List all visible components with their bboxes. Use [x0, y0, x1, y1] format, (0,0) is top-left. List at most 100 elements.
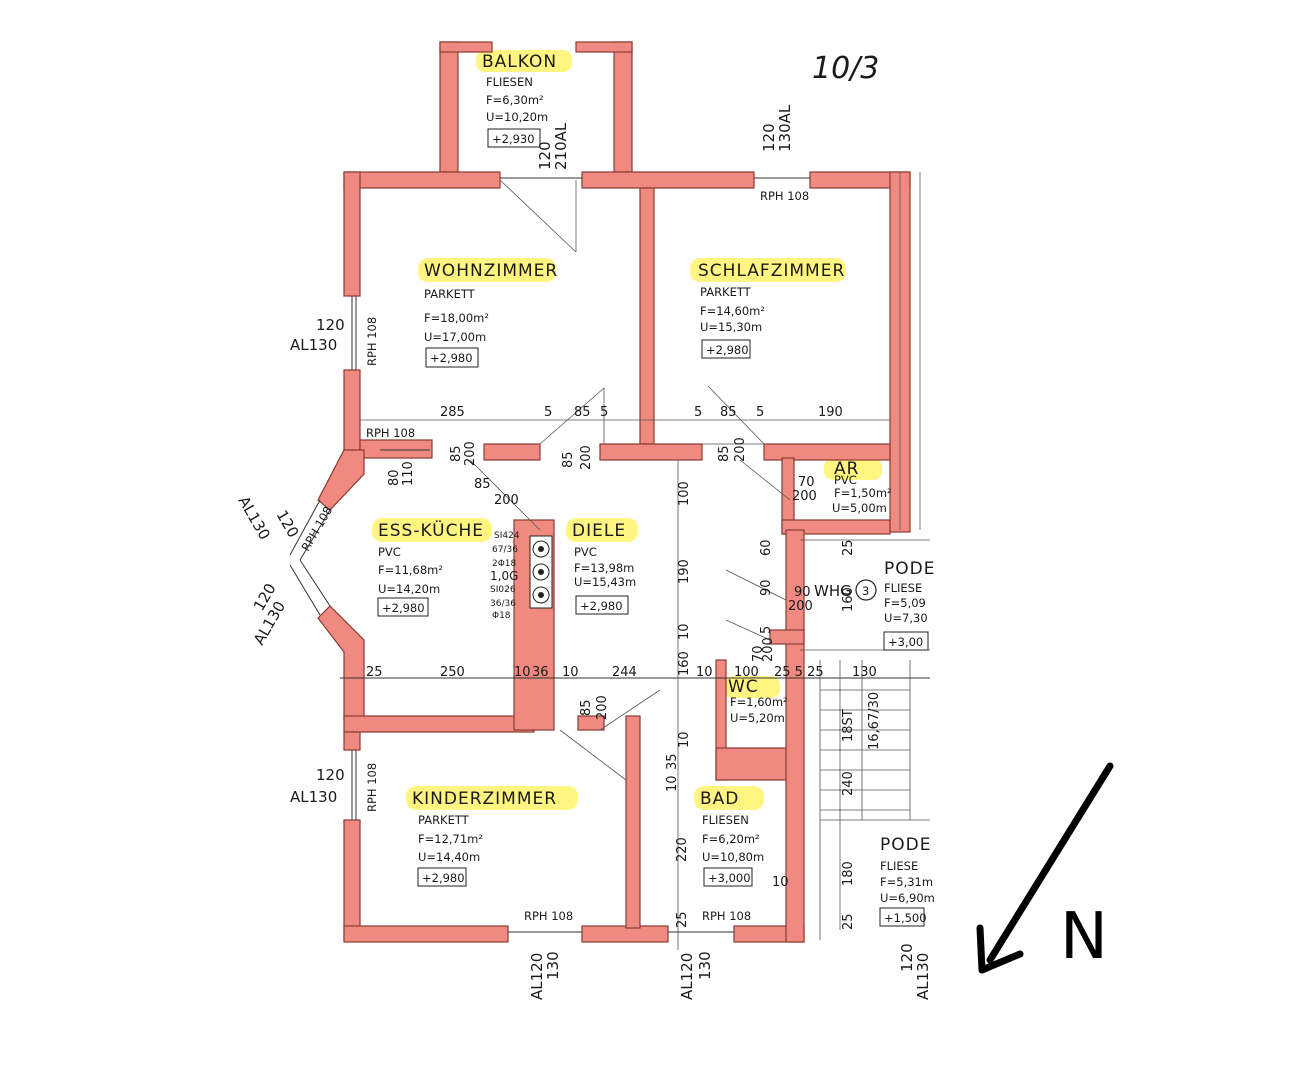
room-area: F=1,50m²	[834, 486, 892, 500]
dimension: 25	[841, 539, 856, 556]
room-perimeter: U=6,90m	[880, 891, 935, 905]
dimension: 85	[579, 699, 594, 716]
room-perimeter: U=5,20m	[730, 711, 785, 725]
dimension: 90	[794, 585, 811, 600]
room-ar: AR PVC F=1,50m² U=5,00m	[832, 459, 892, 515]
room-perimeter: U=10,80m	[702, 850, 764, 864]
highlight-schlafzimmer	[690, 258, 846, 282]
dimension: 16,67/30	[867, 692, 882, 750]
room-name: DIELE	[572, 521, 626, 541]
room-area: F=13,98m	[574, 561, 634, 575]
room-floor: PARKETT	[424, 287, 476, 301]
dimension: 80	[387, 469, 402, 486]
room-area: F=5,09	[884, 596, 926, 610]
dimension: 35	[665, 753, 680, 770]
room-area: F=14,60m²	[700, 304, 765, 318]
dimension: 25	[841, 913, 856, 930]
room-level: +3,00	[888, 635, 923, 649]
dimension: 25	[675, 911, 690, 928]
room-floor: FLIESE	[880, 859, 918, 873]
dimension: 190	[818, 405, 843, 420]
chimney-note: 36/36	[490, 599, 516, 609]
walls	[317, 41, 911, 943]
highlight-balkon	[476, 50, 572, 72]
window-label: AL130	[914, 953, 932, 1000]
window-label: AL130	[290, 336, 337, 354]
highlight-ar	[824, 458, 882, 480]
dimension: 70	[798, 475, 815, 490]
room-name: SCHLAFZIMMER	[698, 261, 845, 281]
window-label: AL130	[235, 493, 274, 543]
dimension: 5	[756, 405, 764, 420]
room-area: F=6,30m²	[486, 93, 544, 107]
window-label: RPH 108	[365, 763, 379, 812]
room-name: PODE	[880, 835, 931, 855]
highlight-diele	[566, 518, 638, 542]
room-floor: FLIESEN	[702, 813, 749, 827]
room-name: WOHNZIMMER	[424, 261, 558, 281]
room-floor: PVC	[378, 545, 401, 559]
room-name: BAD	[700, 789, 739, 809]
room-name: PODE	[884, 559, 935, 579]
room-floor: PARKETT	[700, 285, 752, 299]
window-label: AL120	[528, 953, 546, 1000]
room-level: +2,980	[706, 343, 749, 357]
room-perimeter: U=15,30m	[700, 320, 762, 334]
window-label: 130	[544, 951, 562, 980]
room-name: WC	[728, 677, 759, 697]
dimension: 85	[720, 405, 737, 420]
window-label: 120	[898, 943, 916, 972]
room-balkon: BALKON FLIESEN F=6,30m² U=10,20m +2,930	[482, 52, 557, 148]
dimension: 180	[841, 861, 856, 886]
dimension: 5	[694, 405, 702, 420]
highlight-esskueche	[372, 518, 492, 542]
chimney-note: Φ18	[492, 611, 511, 621]
chimney-note: SI424	[494, 531, 520, 541]
chimney-flues	[529, 535, 553, 609]
dimension: 200	[733, 437, 748, 462]
window-label: RPH 108	[366, 426, 415, 440]
chimney-note: 1,0G	[490, 569, 518, 583]
unit-number: 3	[862, 584, 869, 598]
highlight-kinderzimmer	[406, 786, 578, 810]
room-name: AR	[834, 459, 859, 479]
chimney-note: SI026	[490, 585, 516, 595]
dimension: 85	[474, 477, 491, 492]
dimension: 240	[841, 771, 856, 796]
room-perimeter: U=15,43m	[574, 575, 636, 589]
room-floor: FLIESEN	[486, 75, 533, 89]
dimension: 85	[561, 451, 576, 468]
window-label: RPH 108	[760, 189, 809, 203]
dimension: 10	[677, 731, 692, 748]
highlight-bad	[694, 786, 764, 810]
room-perimeter: U=14,20m	[378, 582, 440, 596]
room-area: F=18,00m²	[424, 311, 489, 325]
construction-lines	[289, 172, 930, 950]
dimension: 244	[612, 665, 637, 680]
room-name: ESS-KÜCHE	[378, 519, 484, 541]
dimension: 200	[792, 489, 817, 504]
unit-prefix: WHG	[814, 582, 852, 600]
dimension: 25 5 25	[774, 665, 824, 680]
chimney-notes: SI424 67/36 2Φ18 1,0G SI026 36/36 Φ18	[490, 531, 520, 621]
dimension: 160	[677, 651, 692, 676]
dimension: 100	[677, 481, 692, 506]
room-floor: PARKETT	[418, 813, 470, 827]
room-level: +2,980	[430, 351, 473, 365]
window-label: AL120	[678, 953, 696, 1000]
room-floor: PVC	[834, 473, 857, 487]
window-label: 210AL	[552, 122, 570, 170]
dimension: 190	[677, 559, 692, 584]
dimension: 70	[751, 645, 766, 662]
window-label: RPH 108	[524, 909, 573, 923]
room-name: BALKON	[482, 52, 557, 72]
room-perimeter: U=7,30	[884, 611, 928, 625]
dimension: 10	[665, 775, 680, 792]
window-label: 130	[696, 951, 714, 980]
room-perimeter: U=5,00m	[832, 501, 887, 515]
north-label: N	[1060, 900, 1108, 974]
sheet-ref: 10/3	[812, 51, 879, 86]
room-level: +1,500	[884, 911, 927, 925]
stair-treads	[820, 689, 910, 811]
window-label: 120	[273, 507, 303, 541]
